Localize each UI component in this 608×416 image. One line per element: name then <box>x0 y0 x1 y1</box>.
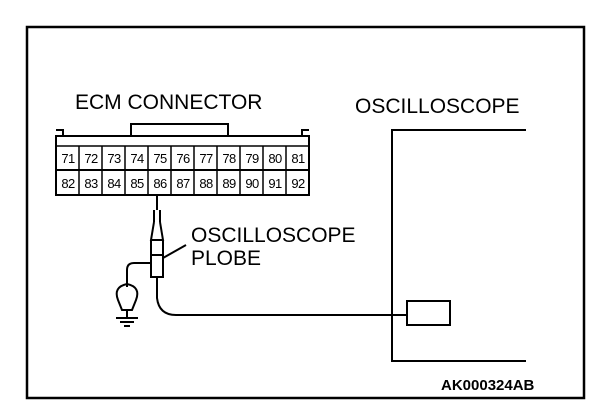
figure-code: AK000324AB <box>441 377 535 394</box>
probe-wire <box>126 195 407 316</box>
pin-87: 87 <box>176 176 190 191</box>
connector-lock-tab <box>130 123 229 137</box>
ecm-connector-title: ECM CONNECTOR <box>75 91 262 114</box>
pin-72: 72 <box>84 151 98 166</box>
ground-lead <box>126 262 151 287</box>
pin-85: 85 <box>130 176 144 191</box>
pin-78: 78 <box>222 151 236 166</box>
pin-77: 77 <box>199 151 213 166</box>
probe-label-line1: OSCILLOSCOPE <box>191 224 356 247</box>
pin-74: 74 <box>130 151 144 166</box>
oscilloscope-title: OSCILLOSCOPE <box>355 95 520 118</box>
probe-label-line2: PLOBE <box>191 247 261 270</box>
pin-88: 88 <box>199 176 213 191</box>
pin-81: 81 <box>291 151 305 166</box>
pin-79: 79 <box>245 151 259 166</box>
pin-83: 83 <box>84 176 98 191</box>
pin-90: 90 <box>245 176 259 191</box>
oscilloscope <box>391 129 526 362</box>
pin-71: 71 <box>61 151 75 166</box>
diagram-frame <box>25 25 586 400</box>
pin-82: 82 <box>61 176 75 191</box>
probe-cable <box>156 277 407 316</box>
ground-bulb-icon <box>115 282 139 327</box>
pin-92: 92 <box>291 176 305 191</box>
oscilloscope-body <box>391 129 526 362</box>
ecm-connector <box>55 123 310 196</box>
pin-86: 86 <box>153 176 167 191</box>
connector-pin-grid: 71 72 73 74 75 76 77 78 79 80 81 82 83 84 85 86 87 88 89 90… <box>56 145 309 195</box>
probe-label-leader <box>162 244 187 259</box>
probe-body <box>150 254 164 278</box>
pin-75: 75 <box>153 151 167 166</box>
oscilloscope-input-jack <box>406 300 451 326</box>
connector-housing <box>55 129 310 196</box>
pin-80: 80 <box>268 151 282 166</box>
pin-91: 91 <box>268 176 282 191</box>
pin-84: 84 <box>107 176 121 191</box>
pin-76: 76 <box>176 151 190 166</box>
pin-89: 89 <box>222 176 236 191</box>
pin-73: 73 <box>107 151 121 166</box>
